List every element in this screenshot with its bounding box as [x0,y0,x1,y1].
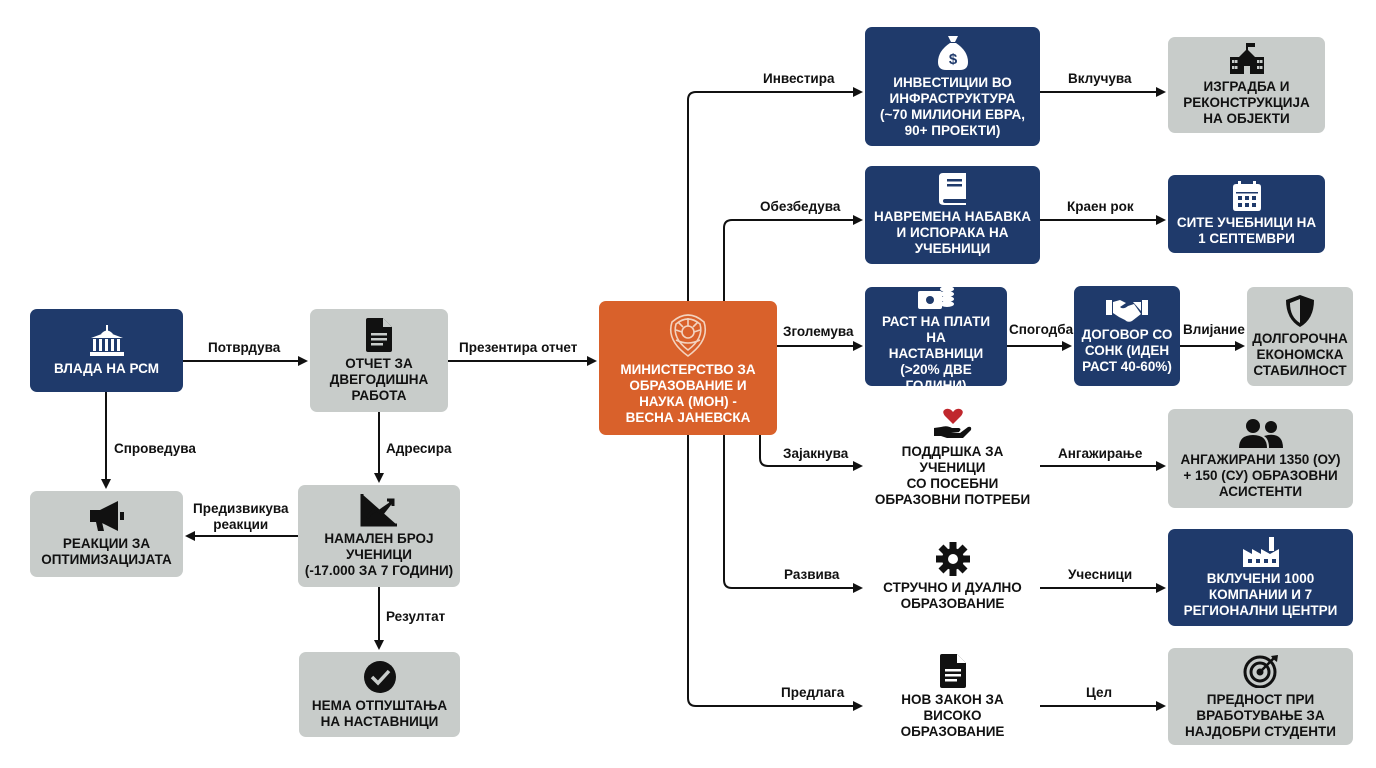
edge-label-vkluchuva: Вклучува [1068,71,1132,86]
edge-label-razviva: Развива [784,567,840,582]
edge-label-investira: Инвестира [763,71,835,86]
node-nabavka: НАВРЕМЕНА НАБАВКА И ИСПОРАКА НА УЧЕБНИЦИ [865,166,1040,264]
edge-label-zajaknuva: Зајакнува [783,446,849,461]
node-prednost: ПРЕДНОСТ ПРИ ВРАБОТУВАЊЕ ЗА НАЈДОБРИ СТУ… [1168,648,1353,745]
node-otchet-label: ОТЧЕТ ЗА ДВЕГОДИШНА РАБОТА [329,355,429,403]
node-kompanii-label: ВКЛУЧЕНИ 1000 КОМПАНИИ И 7 РЕГИОНАЛНИ ЦЕ… [1183,570,1338,618]
node-plati-label: РАСТ НА ПЛАТИ НА НАСТАВНИЦИ (>20% ДВЕ ГО… [881,313,991,393]
document-icon [366,317,392,352]
edge-label-rezultat: Резултат [386,609,446,624]
node-ministerstvo-label: МИНИСТЕРСТВО ЗА ОБРАЗОВАНИЕ И НАУКА (МОН… [620,362,756,425]
node-nabavka-label: НАВРЕМЕНА НАБАВКА И ИСПОРАКА НА УЧЕБНИЦИ [874,209,1031,256]
edge-label-obezbeduva: Обезбедува [760,199,841,214]
node-uchebnici: СИТЕ УЧЕБНИЦИ НА 1 СЕПТЕМВРИ [1168,175,1325,253]
edge-label-kraen-rok: Краен рок [1067,199,1134,214]
node-namalen-label: НАМАЛЕН БРОЈ УЧЕНИЦИ (-17.000 ЗА 7 ГОДИН… [304,531,454,578]
document-icon [939,654,966,688]
node-reakcii: РЕАКЦИИ ЗА ОПТИМИЗАЦИЈАТА [30,491,183,577]
node-izgradba: ИЗГРАДБА И РЕКОНСТРУКЦИЈА НА ОБЈЕКТИ [1168,37,1325,133]
node-poddrshka-label: ПОДДРШКА ЗА УЧЕНИЦИ СО ПОСЕБНИ ОБРАЗОВНИ… [874,444,1031,507]
node-reakcii-label: РЕАКЦИИ ЗА ОПТИМИЗАЦИЈАТА [41,536,172,567]
node-stabilnost: ДОЛГОРОЧНА ЕКОНОМСКА СТАБИЛНОСТ [1247,287,1353,386]
node-izgradba-label: ИЗГРАДБА И РЕКОНСТРУКЦИЈА НА ОБЈЕКТИ [1183,79,1310,126]
svg-text:$: $ [948,51,957,68]
edge-label-zgolemuva: Зголемува [783,324,854,339]
edge-label-potvrduva: Потврдува [208,340,281,355]
edge-label-predlaga: Предлага [781,685,845,700]
node-otchet: ОТЧЕТ ЗА ДВЕГОДИШНА РАБОТА [310,309,448,412]
gear-icon [935,542,970,576]
node-struchno-label: СТРУЧНО И ДУАЛНО ОБРАЗОВАНИЕ [883,580,1022,611]
node-zakon: НОВ ЗАКОН ЗА ВИСОКО ОБРАЗОВАНИЕ [865,648,1040,746]
edge-label-uchesnici: Учесници [1068,567,1133,582]
edge-label-sproveduva: Спроведува [114,441,196,456]
node-dogovor: ДОГОВОР СО СОНК (ИДЕН РАСТ 40-60%) [1074,286,1180,386]
node-nema-label: НЕМА ОТПУШТАЊА НА НАСТАВНИЦИ [311,697,448,729]
node-investicii: $ ИНВЕСТИЦИИ ВО ИНФРАСТРУКТУРА (~70 МИЛИ… [865,27,1040,146]
node-asistenti-label: АНГАЖИРАНИ 1350 (ОУ) + 150 (СУ) ОБРАЗОВН… [1180,451,1341,499]
node-zakon-label: НОВ ЗАКОН ЗА ВИСОКО ОБРАЗОВАНИЕ [900,692,1005,739]
handshake-icon [1106,297,1148,323]
book-icon [938,173,968,205]
check-circle-icon [363,660,397,694]
shield-icon [1286,294,1314,327]
money-coins-icon [917,280,955,310]
node-vlada-label: ВЛАДА НА РСМ [54,360,159,376]
node-nema: НЕМА ОТПУШТАЊА НА НАСТАВНИЦИ [299,652,460,737]
target-icon [1243,654,1279,688]
edge-label-prezentira: Презентира отчет [459,340,578,355]
coat-of-arms-icon [666,310,710,358]
edge-label-spogodba: Спогодба [1009,322,1074,337]
node-ministerstvo: МИНИСТЕРСТВО ЗА ОБРАЗОВАНИЕ И НАУКА (МОН… [599,301,777,435]
node-vlada: ВЛАДА НА РСМ [30,309,183,392]
megaphone-icon [88,500,126,532]
heart-hand-icon [933,408,973,440]
school-building-icon [1229,43,1265,75]
node-asistenti: АНГАЖИРАНИ 1350 (ОУ) + 150 (СУ) ОБРАЗОВН… [1168,409,1353,508]
node-uchebnici-label: СИТЕ УЧЕБНИЦИ НА 1 СЕПТЕМВРИ [1176,215,1317,246]
edge-label-vlijanie: Влијание [1183,322,1245,337]
trend-chart-icon [360,493,398,527]
government-building-icon [88,324,126,357]
money-bag-icon: $ [937,35,969,71]
node-poddrshka: ПОДДРШКА ЗА УЧЕНИЦИ СО ПОСЕБНИ ОБРАЗОВНИ… [865,408,1040,508]
node-kompanii: ВКЛУЧЕНИ 1000 КОМПАНИИ И 7 РЕГИОНАЛНИ ЦЕ… [1168,529,1353,626]
node-investicii-label: ИНВЕСТИЦИИ ВО ИНФРАСТРУКТУРА (~70 МИЛИОН… [879,74,1026,138]
factory-icon [1242,536,1280,567]
edge-label-adresira: Адресира [386,441,452,456]
edge-label-cel: Цел [1086,685,1113,700]
node-plati: РАСТ НА ПЛАТИ НА НАСТАВНИЦИ (>20% ДВЕ ГО… [865,280,1007,393]
node-dogovor-label: ДОГОВОР СО СОНК (ИДЕН РАСТ 40-60%) [1081,327,1173,374]
calendar-icon [1232,181,1262,211]
people-icon [1238,418,1284,448]
node-struchno: СТРУЧНО И ДУАЛНО ОБРАЗОВАНИЕ [865,532,1040,622]
edge-label-angazhiranje: Ангажирање [1058,446,1143,461]
node-stabilnost-label: ДОЛГОРОЧНА ЕКОНОМСКА СТАБИЛНОСТ [1252,330,1348,378]
node-prednost-label: ПРЕДНОСТ ПРИ ВРАБОТУВАЊЕ ЗА НАЈДОБРИ СТУ… [1185,691,1336,739]
edge-label-predizvikuva: Предизвикува реакции [193,501,289,532]
node-namalen: НАМАЛЕН БРОЈ УЧЕНИЦИ (-17.000 ЗА 7 ГОДИН… [298,485,460,587]
